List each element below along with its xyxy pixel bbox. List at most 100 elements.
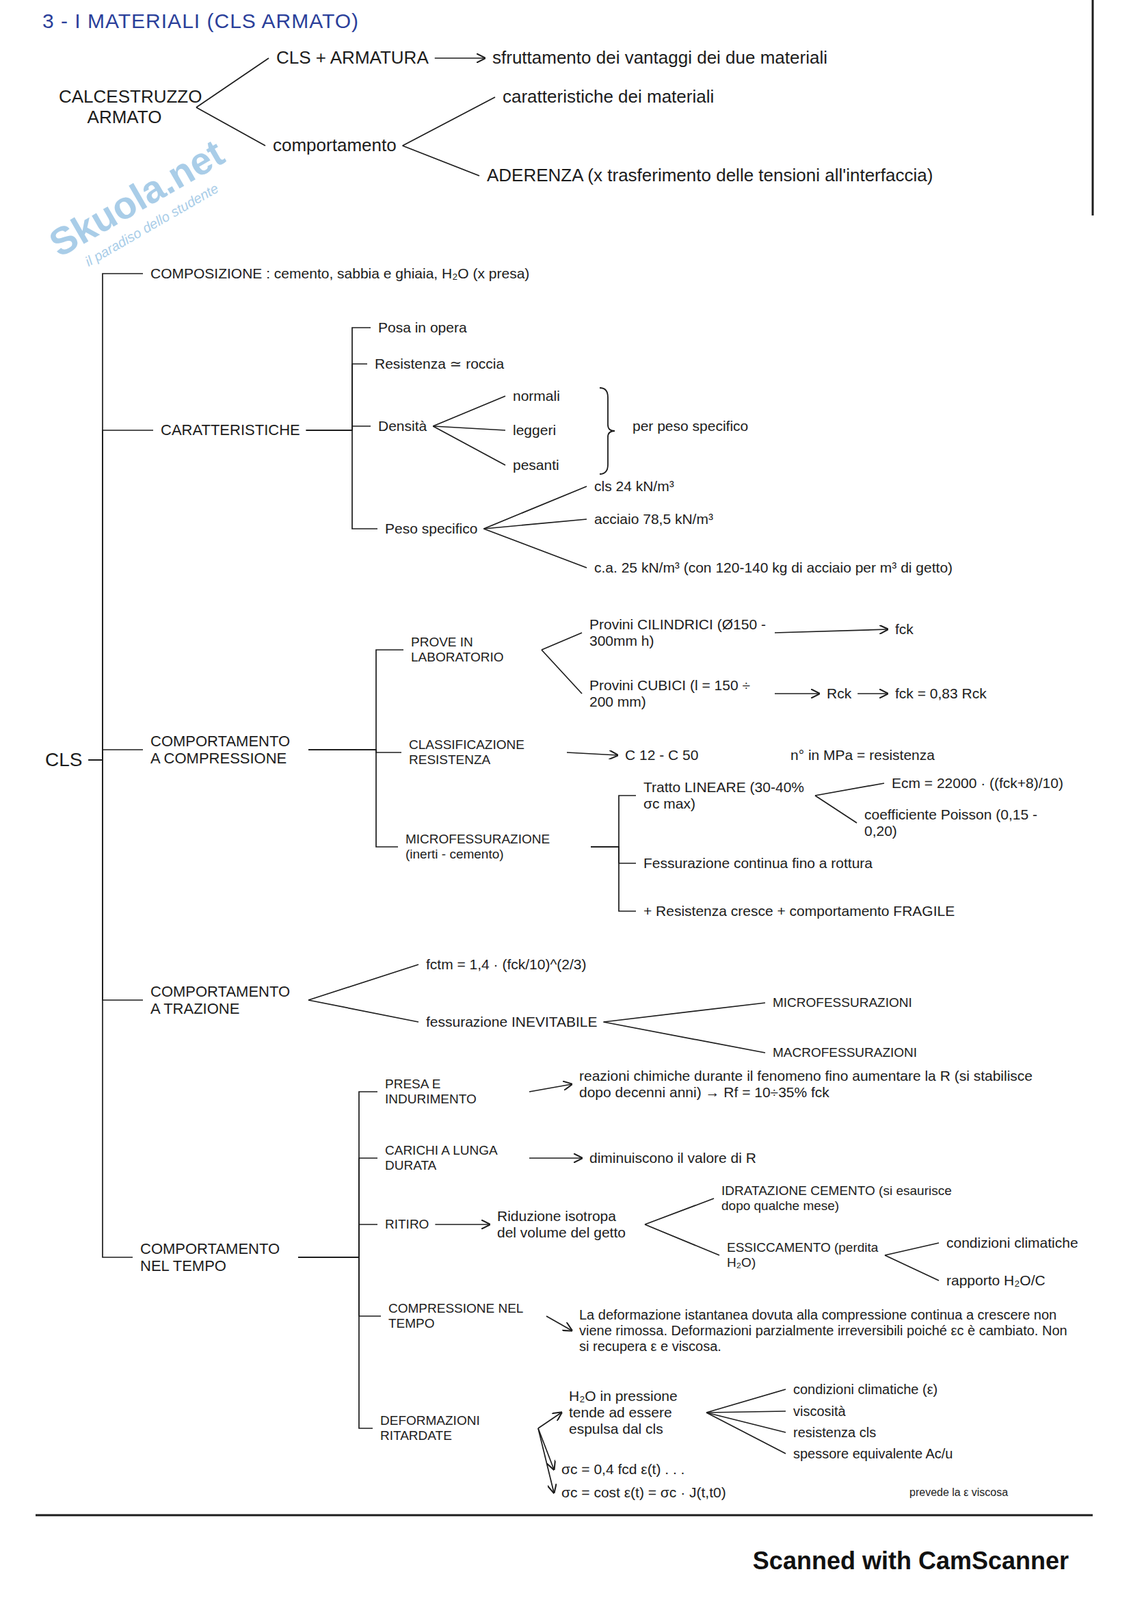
concept-node: fctm = 1,4 · (fck/10)^(2/3)	[423, 954, 590, 974]
connector-line	[196, 58, 269, 108]
scanner-footer: Scanned with CamScanner	[752, 1546, 1069, 1575]
node-text: H₂O in pressione tende ad essere espulsa…	[568, 1387, 701, 1437]
concept-node: ESSICCAMENTO (perdita H₂O)	[724, 1238, 882, 1272]
node-text: RITIRO	[384, 1216, 429, 1232]
connector-line	[434, 1223, 490, 1225]
connector-line	[706, 1388, 786, 1413]
node-text: resistenza cls	[793, 1424, 876, 1441]
connector-line	[884, 1242, 939, 1255]
connector-line	[88, 759, 143, 1000]
node-text: Riduzione isotropa del volume del getto	[497, 1207, 639, 1241]
concept-node: Provini CILINDRICI (Ø150 - 300mm h)	[586, 614, 772, 651]
node-text: CLASSIFICAZIONE RESISTENZA	[408, 737, 561, 768]
node-text: La deformazione istantanea dovuta alla c…	[579, 1306, 1080, 1354]
connector-line	[546, 1315, 572, 1330]
connector-line	[298, 1223, 378, 1257]
node-text: PROVE IN LABORATORIO	[410, 634, 536, 665]
concept-node: CARATTERISTICHE	[157, 419, 303, 440]
node-text: fck	[895, 620, 914, 638]
concept-node: Posa in opera	[375, 317, 470, 338]
node-text: condizioni climatiche (ε)	[793, 1381, 938, 1397]
concept-node: H₂O in pressione tende ad essere espulsa…	[566, 1386, 703, 1439]
node-text: Provini CILINDRICI (Ø150 - 300mm h)	[589, 616, 769, 649]
connector-line	[483, 519, 587, 529]
concept-node: C 12 - C 50	[622, 745, 701, 765]
concept-node: CALCESTRUZZO ARMATO	[56, 85, 193, 130]
concept-node: diminuiscono il valore di R	[586, 1148, 760, 1168]
concept-node: + Resistenza cresce + comportamento FRAG…	[640, 901, 963, 921]
node-text: CLS	[45, 748, 83, 771]
connector-line	[308, 649, 404, 750]
connector-line	[88, 759, 133, 1257]
connector-line	[432, 395, 506, 427]
concept-node: reazioni chimiche durante il fenomeno fi…	[576, 1066, 1056, 1102]
connector-line	[590, 846, 636, 911]
node-text: Posa in opera	[378, 319, 468, 336]
node-text: IDRATAZIONE CEMENTO (si esaurisce dopo q…	[721, 1182, 956, 1214]
concept-node: Riduzione isotropa del volume del getto	[494, 1206, 642, 1242]
connector-line	[88, 749, 143, 760]
connector-line	[298, 1091, 378, 1257]
node-text: Provini CUBICI (l = 150 ÷ 200 mm)	[589, 676, 769, 710]
connector-line	[306, 327, 371, 431]
node-text: caratteristiche dei materiali	[502, 86, 714, 108]
node-text: CARATTERISTICHE	[160, 421, 301, 439]
node-text: COMPORTAMENTO A TRAZIONE	[150, 982, 303, 1018]
connector-line	[432, 426, 506, 465]
node-text: reazioni chimiche durante il fenomeno fi…	[579, 1067, 1053, 1101]
node-text: spessore equivalente Ac/u	[793, 1445, 954, 1462]
concept-node: COMPORTAMENTO A COMPRESSIONE	[147, 730, 305, 769]
note-text: per peso specifico	[632, 417, 749, 435]
concept-node: comportamento	[270, 134, 400, 158]
connector-line	[308, 749, 398, 847]
concept-node: RITIRO	[382, 1215, 432, 1233]
concept-node: Tratto LINEARE (30-40% σc max)	[640, 777, 812, 814]
node-text: Tratto LINEARE (30-40% σc max)	[643, 778, 809, 812]
concept-node: viscosità	[790, 1401, 849, 1421]
page-edge	[35, 1513, 1093, 1516]
connector-line	[774, 629, 888, 633]
node-text: σc = 0,4 fcd ε(t) . . .	[561, 1460, 685, 1478]
concept-node: ADERENZA (x trasferimento delle tensioni…	[484, 164, 936, 188]
node-text: CLS + ARMATURA	[276, 47, 429, 69]
node-text: coefficiente Poisson (0,15 - 0,20)	[864, 806, 1071, 840]
concept-node: normali	[510, 386, 563, 406]
connector-line	[402, 145, 480, 176]
connector-line	[774, 692, 820, 695]
node-text: fck = 0,83 Rck	[895, 685, 987, 702]
concept-node: COMPORTAMENTO A TRAZIONE	[147, 981, 305, 1019]
node-text: normali	[512, 387, 561, 405]
connector-line	[590, 795, 636, 847]
curly-brace	[599, 387, 615, 474]
concept-node: COMPRESSIONE NEL TEMPO	[385, 1299, 543, 1333]
connector-line	[603, 1021, 766, 1053]
concept-node: fck	[892, 619, 917, 639]
concept-node: DEFORMAZIONI RITARDATE	[377, 1411, 535, 1445]
connector-line	[857, 692, 888, 695]
concept-node: σc = 0,4 fcd ε(t) . . .	[558, 1459, 688, 1479]
concept-node: MACROFESSURAZIONI	[769, 1043, 920, 1062]
node-text: Ecm = 22000 · ((fck+8)/10)	[891, 774, 1064, 792]
concept-node: rapporto H₂O/C	[943, 1270, 1049, 1290]
connector-line	[706, 1412, 786, 1432]
node-text: Densità	[378, 417, 427, 435]
concept-node: MICROFESSURAZIONE (inerti - cemento)	[402, 830, 588, 863]
connector-line	[590, 846, 636, 863]
concept-node: IDRATAZIONE CEMENTO (si esaurisce dopo q…	[718, 1181, 958, 1215]
node-text: pesanti	[512, 456, 560, 474]
page-title: 3 - I MATERIALI (CLS ARMATO)	[42, 9, 359, 33]
connector-line	[706, 1412, 786, 1454]
concept-node: Fessurazione continua fino a rottura	[640, 853, 876, 873]
concept-node: COMPOSIZIONE : cemento, sabbia e ghiaia,…	[147, 263, 532, 284]
concept-node: PROVE IN LABORATORIO	[408, 633, 539, 667]
page-edge	[1092, 0, 1095, 216]
connector-line	[541, 649, 582, 694]
node-text: fctm = 1,4 · (fck/10)^(2/3)	[426, 955, 587, 973]
connector-line	[529, 1156, 582, 1159]
node-text: acciaio 78,5 kN/m³	[594, 510, 714, 528]
node-text: COMPRESSIONE NEL TEMPO	[388, 1300, 541, 1331]
connector-line	[298, 1256, 373, 1428]
connector-line	[306, 430, 378, 529]
